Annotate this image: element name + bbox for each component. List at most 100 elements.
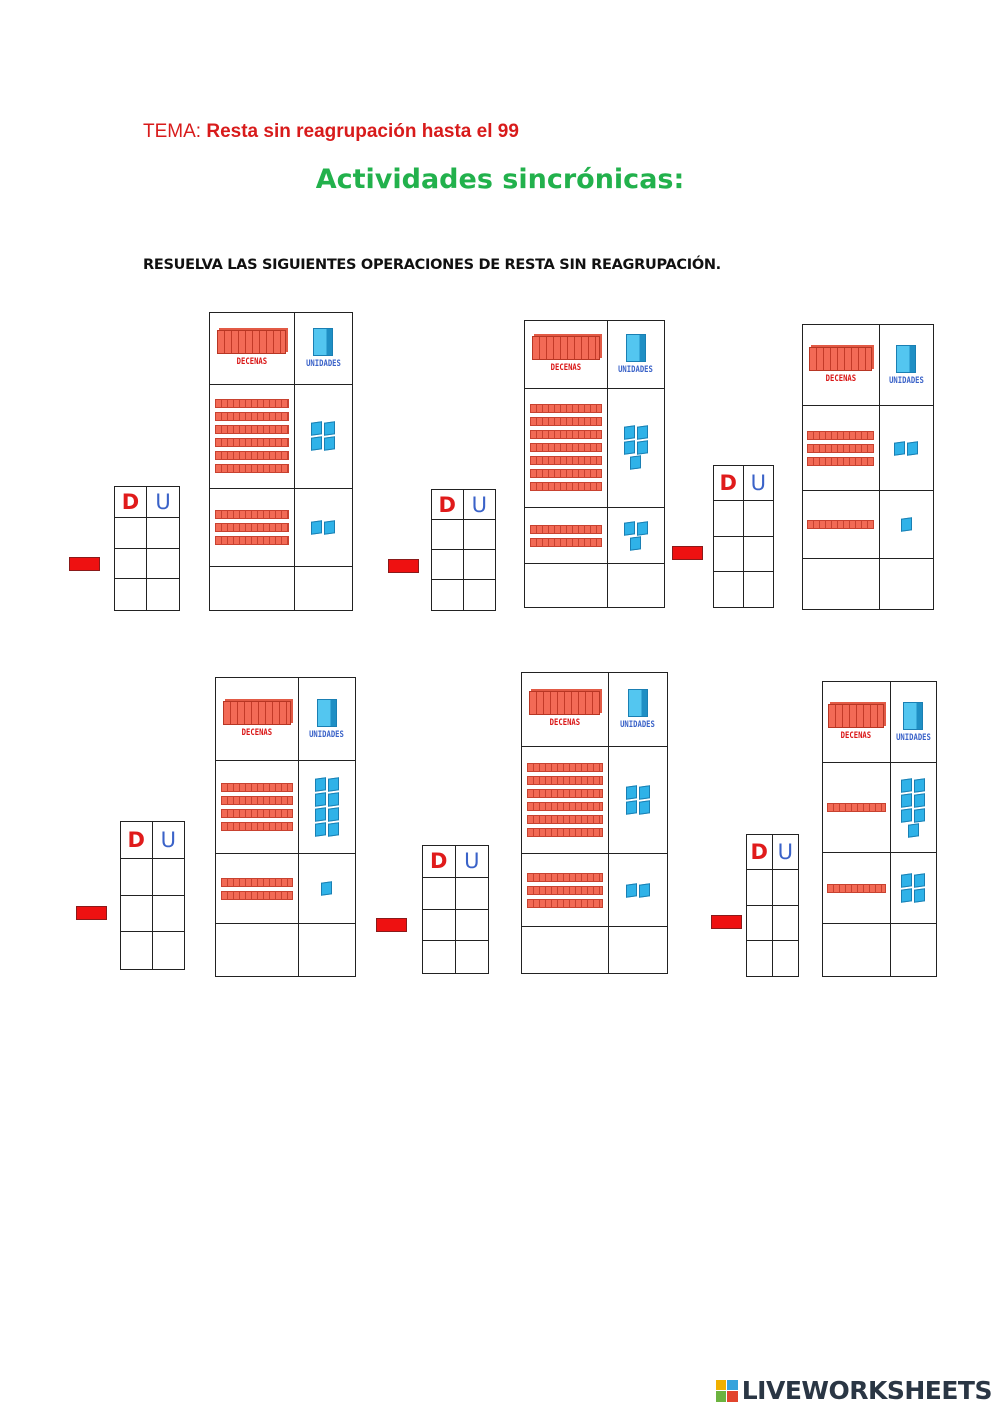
unit-cube-icon: [324, 520, 336, 535]
tens-block: [526, 775, 603, 785]
tens-digit-input[interactable]: [424, 913, 454, 937]
tens-digit-input[interactable]: [747, 909, 772, 936]
du-header-d: D: [432, 490, 464, 520]
unit-cubes: [619, 882, 656, 898]
unit-cubes: [619, 784, 656, 815]
tens-digit-input[interactable]: [116, 582, 145, 607]
tens-rod-icon: [531, 335, 600, 360]
tens-digit-input[interactable]: [122, 899, 151, 927]
du-cell: [714, 571, 744, 607]
tens-column-cell: [803, 490, 880, 559]
units-digit-input[interactable]: [148, 521, 178, 545]
tens-digit-input[interactable]: [714, 505, 742, 532]
tens-digit-input[interactable]: [747, 874, 772, 901]
tens-digit-input[interactable]: [424, 881, 454, 905]
unit-cube-icon: [311, 421, 323, 436]
result-units-input[interactable]: [614, 571, 658, 600]
footer-brand: LIVEWORKSHEETS: [715, 1376, 993, 1405]
result-units-input[interactable]: [305, 933, 349, 967]
chart-result-row: [823, 924, 936, 976]
tens-digit-input[interactable]: [122, 936, 151, 965]
result-units-input[interactable]: [895, 933, 932, 967]
result-units-input[interactable]: [885, 568, 928, 601]
tens-digit-input[interactable]: [714, 576, 742, 603]
units-column-cell: [295, 385, 352, 488]
tens-block: [214, 464, 289, 474]
du-cell: [147, 579, 179, 610]
units-digit-input[interactable]: [744, 505, 773, 532]
result-units-input[interactable]: [615, 935, 661, 965]
units-column-cell: [880, 559, 933, 609]
units-digit-input[interactable]: [148, 551, 178, 575]
units-digit-input[interactable]: [456, 913, 487, 937]
result-units-input[interactable]: [301, 574, 346, 603]
result-tens-input[interactable]: [535, 571, 597, 600]
units-digit-input[interactable]: [153, 936, 183, 965]
du-cell: [714, 536, 744, 572]
tens-digit-input[interactable]: [433, 583, 462, 607]
tens-column-cell: [525, 564, 608, 608]
unit-cube-icon: [625, 799, 637, 815]
unit-cube-icon: [625, 882, 637, 898]
tens-digit-input[interactable]: [433, 553, 462, 576]
units-digit-input[interactable]: [153, 899, 183, 927]
unit-cube-icon: [623, 440, 635, 455]
units-digit-input[interactable]: [148, 582, 178, 607]
result-tens-input[interactable]: [831, 933, 882, 967]
tens-digit-input[interactable]: [116, 551, 145, 575]
units-column-cell: UNIDADES: [609, 673, 667, 746]
du-label-u: U: [471, 492, 487, 517]
tens-digit-input[interactable]: [747, 945, 772, 972]
units-digit-input[interactable]: [744, 540, 773, 567]
result-tens-input[interactable]: [226, 933, 288, 967]
chart-result-row: [525, 564, 664, 608]
du-label-d: D: [750, 840, 768, 865]
units-digit-input[interactable]: [456, 881, 487, 905]
unit-cube-icon: [623, 520, 635, 536]
units-column-cell: UNIDADES: [295, 313, 352, 384]
decenas-label: DECENAS: [550, 362, 582, 373]
tens-column-cell: [522, 853, 609, 927]
tens-digit-input[interactable]: [714, 540, 742, 567]
du-cell: [432, 580, 464, 610]
tens-digit-input[interactable]: [122, 863, 151, 891]
unidades-label: UNIDADES: [618, 364, 654, 375]
tens-column-cell: [525, 388, 608, 507]
unit-cube-icon: [901, 888, 913, 903]
result-tens-input[interactable]: [812, 568, 870, 601]
tens-column-cell: DECENAS: [823, 682, 891, 763]
du-header-u: U: [455, 846, 488, 878]
topic-prefix: TEMA:: [143, 121, 202, 142]
tens-column-cell: [525, 507, 608, 564]
unit-cubes: [309, 881, 344, 896]
tens-block: [214, 536, 289, 546]
units-digit-input[interactable]: [773, 909, 798, 936]
tens-digit-input[interactable]: [424, 945, 454, 970]
units-digit-input[interactable]: [464, 523, 494, 546]
result-tens-input[interactable]: [532, 935, 597, 965]
units-digit-input[interactable]: [456, 945, 487, 970]
unidades-label: UNIDADES: [620, 719, 656, 730]
units-digit-input[interactable]: [464, 553, 494, 576]
units-digit-input[interactable]: [773, 874, 798, 901]
units-digit-input[interactable]: [153, 863, 183, 891]
tens-digit-input[interactable]: [116, 521, 145, 545]
result-tens-input[interactable]: [220, 574, 284, 603]
unit-cubes: [618, 425, 653, 470]
unidades-label: UNIDADES: [309, 729, 345, 740]
unit-cube-icon: [901, 777, 913, 793]
tens-digit-input[interactable]: [433, 523, 462, 546]
units-digit-input[interactable]: [773, 945, 798, 972]
topic-title: Resta sin reagrupación hasta el 99: [206, 121, 519, 142]
du-cell: [152, 859, 184, 896]
du-header-u: U: [463, 490, 495, 520]
units-digit-input[interactable]: [744, 576, 773, 603]
tens-block: [529, 417, 602, 427]
topic-line: TEMA: Resta sin reagrupación hasta el 99: [143, 121, 519, 143]
units-digit-input[interactable]: [464, 583, 494, 607]
unit-cube-icon: [901, 792, 913, 808]
